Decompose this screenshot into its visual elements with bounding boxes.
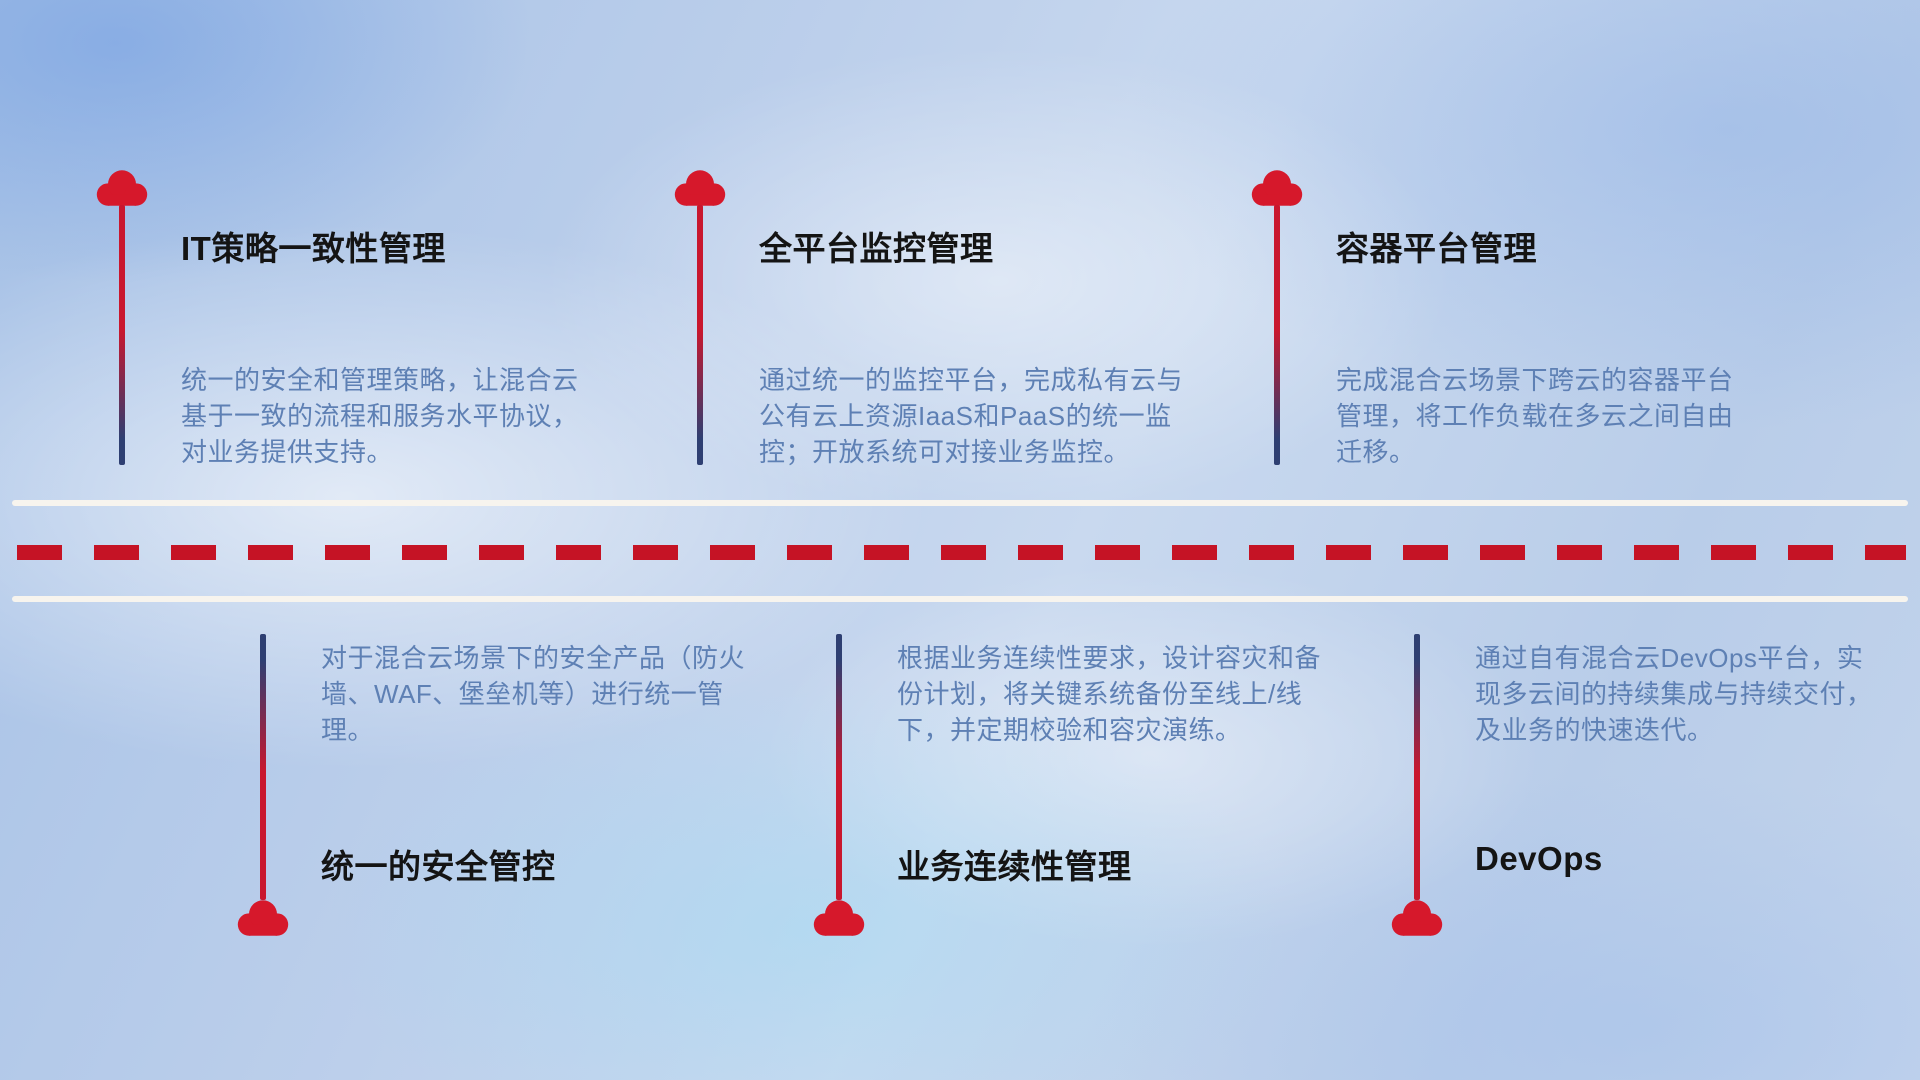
cloud-icon [1249,168,1305,208]
road-top-line [12,500,1908,506]
capability-item-security-control: 对于混合云场景下的安全产品（防火墙、WAF、堡垒机等）进行统一管理。 统一的安全… [235,634,755,954]
cloud-icon [811,898,867,938]
cloud-icon [94,168,150,208]
connector-line [1274,205,1280,465]
capability-description: 通过统一的监控平台，完成私有云与公有云上资源IaaS和PaaS的统一监控；开放系… [759,365,1184,467]
capability-description: 根据业务连续性要求，设计容灾和备份计划，将关键系统备份至线上/线下，并定期校验和… [897,643,1322,745]
connector-line [260,634,266,900]
capability-title: 统一的安全管控 [321,848,556,885]
capability-item-container-platform: 容器平台管理 完成混合云场景下跨云的容器平台管理，将工作负载在多云之间自由迁移。 [1249,168,1749,488]
capability-item-it-policy: IT策略一致性管理 统一的安全和管理策略，让混合云基于一致的流程和服务水平协议，… [94,168,594,488]
road-bottom-line [12,596,1908,602]
capability-title: IT策略一致性管理 [181,230,446,267]
cloud-icon [1389,898,1445,938]
connector-line [1414,634,1420,900]
capability-title: DevOps [1475,840,1603,877]
capability-description: 统一的安全和管理策略，让混合云基于一致的流程和服务水平协议，对业务提供支持。 [181,365,579,467]
capability-item-business-continuity: 根据业务连续性要求，设计容灾和备份计划，将关键系统备份至线上/线下，并定期校验和… [811,634,1331,954]
capability-title: 全平台监控管理 [759,230,994,267]
connector-line [119,205,125,465]
connector-line [836,634,842,900]
connector-line [697,205,703,465]
cloud-icon [672,168,728,208]
cloud-icon [235,898,291,938]
capability-description: 完成混合云场景下跨云的容器平台管理，将工作负载在多云之间自由迁移。 [1336,365,1734,467]
capability-description: 对于混合云场景下的安全产品（防火墙、WAF、堡垒机等）进行统一管理。 [321,643,746,745]
capability-title: 业务连续性管理 [897,848,1132,885]
capability-title: 容器平台管理 [1336,230,1537,267]
capability-item-monitoring: 全平台监控管理 通过统一的监控平台，完成私有云与公有云上资源IaaS和PaaS的… [672,168,1183,488]
capability-description: 通过自有混合云DevOps平台，实现多云间的持续集成与持续交付，及业务的快速迭代… [1475,643,1873,745]
capability-item-devops: 通过自有混合云DevOps平台，实现多云间的持续集成与持续交付，及业务的快速迭代… [1389,634,1909,954]
road-dashed-centerline [17,545,1906,560]
